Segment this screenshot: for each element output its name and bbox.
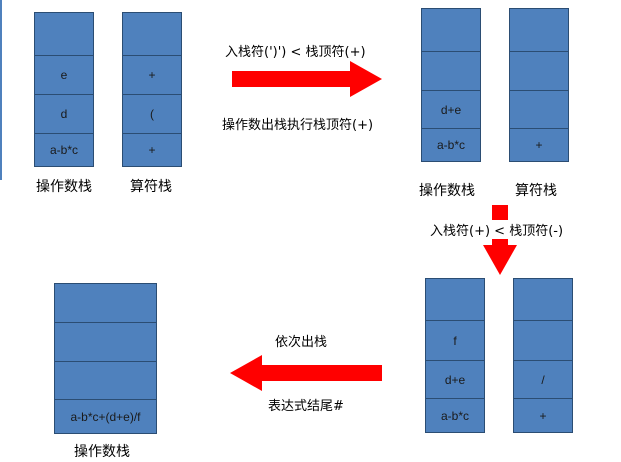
stack-cell [54,323,157,362]
stack-cell: f [425,321,485,361]
stack-cell: / [513,361,573,399]
stack-cell: e [34,56,94,95]
stack-cell: a-b*c+(d+e)/f [54,400,157,434]
operand-stack-4: a-b*c+(d+e)/f [54,283,157,434]
operand-stack-1: e d a-b*c [34,12,94,167]
stack-cell: a-b*c [421,129,481,162]
stack-cell: a-b*c [34,134,94,167]
right-arrow-caption-1: 入栈符(')') < 栈顶符(+) [225,45,366,60]
down-arrow [483,205,517,275]
stack-cell [513,321,573,361]
operator-stack-3: / + [513,278,573,433]
stack-cell: d+e [425,361,485,399]
stack-cell [513,278,573,321]
stack-cell [509,8,569,52]
left-arrow-caption-2: 表达式结尾# [268,399,344,414]
stack-cell: d [34,95,94,134]
stack-cell [509,52,569,91]
down-arrow-caption: 入栈符(+) < 栈顶符(-) [428,220,566,239]
stack-cell: + [509,129,569,162]
operator-stack-1-label: 算符栈 [130,179,172,195]
stack-cell [425,278,485,321]
left-arrow-caption-1: 依次出栈 [275,335,328,350]
stack-cell [54,362,157,400]
stack-cell: ( [122,95,182,134]
operator-stack-2: + [509,8,569,162]
operand-stack-4-label: 操作数栈 [74,444,130,460]
stack-cell [421,52,481,91]
stack-cell [421,8,481,52]
left-arrow [230,355,382,391]
stack-cell: a-b*c [425,399,485,433]
right-arrow-caption-2: 操作数出栈执行栈顶符(+) [222,118,374,133]
operator-stack-2-label: 算符栈 [515,183,557,199]
operand-stack-2-label: 操作数栈 [419,183,475,199]
stack-cell [509,91,569,129]
stack-cell: d+e [421,91,481,129]
stack-cell: + [513,399,573,433]
operand-stack-1-label: 操作数栈 [36,179,92,195]
stack-cell [54,283,157,323]
stack-cell [34,12,94,56]
left-edge-line [0,0,2,180]
operand-stack-3: f d+e a-b*c [425,278,485,433]
operand-stack-2: d+e a-b*c [421,8,481,162]
right-arrow [232,61,382,97]
stack-cell: + [122,134,182,167]
stack-cell [122,12,182,56]
operator-stack-1: + ( + [122,12,182,167]
stack-cell: + [122,56,182,95]
